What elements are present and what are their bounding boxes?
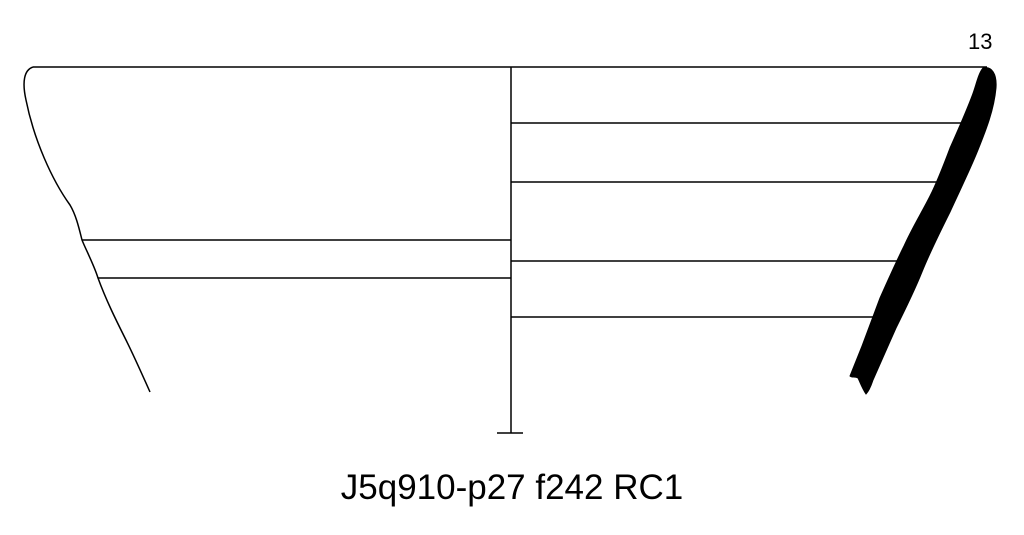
drawing-number-label: 13 — [968, 29, 993, 54]
drawing-caption: J5q910-p27 f242 RC1 — [340, 468, 684, 507]
wall-section-black — [849, 67, 997, 395]
exterior-profile-outline — [23, 66, 151, 393]
